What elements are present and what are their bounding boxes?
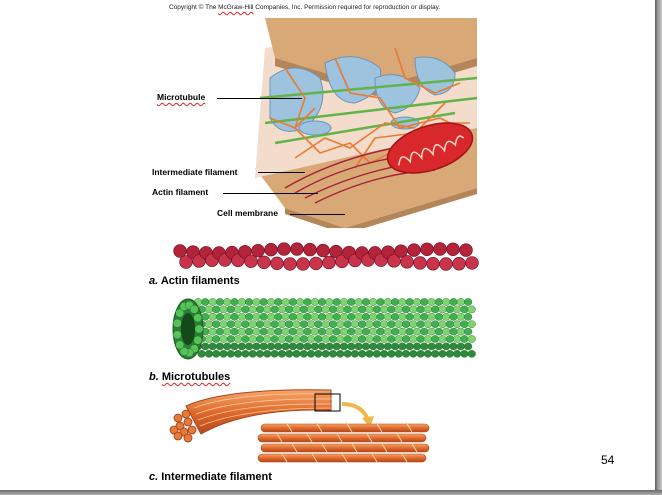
caption-c-text: Intermediate filament [161,471,272,483]
caption-actin-filaments: a. Actin filaments [149,275,240,287]
caption-microtubules: b. Microtubules [149,371,230,383]
label-actin-filament: Actin filament [152,187,209,197]
copyright-text-end: Companies, Inc. Permission required for … [253,4,441,11]
actin-filament-illustration [173,242,479,271]
label-microtubule: Microtubule [157,92,205,102]
microtubule-illustration [172,298,476,360]
leader-line-cell-membrane [290,214,345,215]
caption-c-letter: c. [149,471,159,483]
caption-b-letter: b. [149,371,159,383]
caption-intermediate-filament: c. Intermediate filament [149,471,272,483]
copyright-brand: McGraw-Hill [218,4,254,11]
window-edge-right [655,0,662,495]
caption-a-letter: a. [149,275,159,287]
leader-line-microtubule [217,98,302,99]
intermediate-filament-illustration [169,389,430,463]
window-edge-bottom [0,490,662,495]
label-microtubule-text: Microtubule [157,92,206,102]
label-intermediate-filament: Intermediate filament [152,167,238,177]
copyright-notice: Copyright © The McGraw-Hill Companies, I… [169,4,440,11]
page-number: 54 [601,453,615,467]
leader-line-intermediate-filament [258,172,305,173]
leader-line-actin-filament [223,193,318,194]
copyright-text-start: Copyright © The [169,4,219,11]
label-cell-membrane: Cell membrane [217,208,278,218]
caption-b-text: Microtubules [161,371,231,383]
caption-a-text: Actin filaments [160,275,240,287]
slide: Copyright © The McGraw-Hill Companies, I… [149,4,615,483]
cytoskeleton-illustration [255,18,477,228]
